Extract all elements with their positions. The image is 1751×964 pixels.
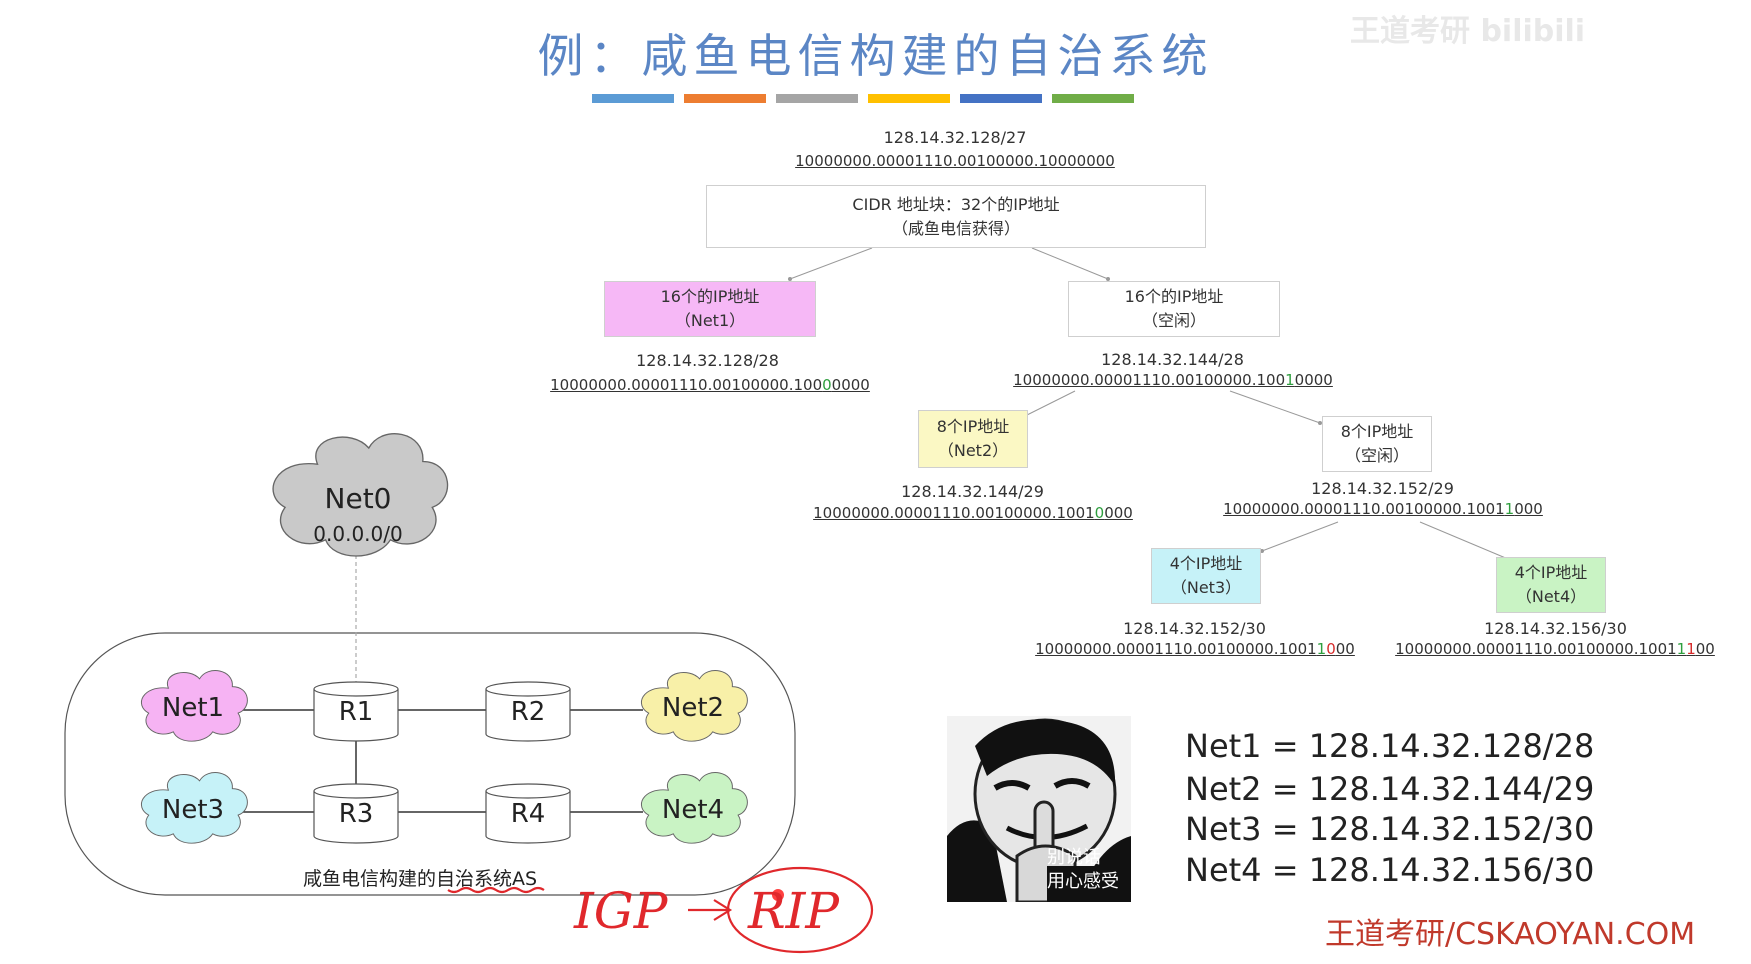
router-r1 — [313, 681, 399, 742]
free8-label: 8个IP地址 — [1340, 422, 1414, 441]
free16-sublabel: （空闲） — [1141, 311, 1206, 330]
net3-label-topo: Net3 — [161, 795, 225, 825]
net3-binary: 10000000.00001110.00100000.10011000 — [1035, 640, 1355, 658]
net0-name: Net0 — [324, 482, 392, 515]
color-strip-4 — [868, 94, 950, 103]
net1-label: 16个的IP地址 — [660, 287, 760, 306]
net1-sublabel: （Net1） — [674, 311, 746, 330]
router-r3-label: R3 — [338, 799, 374, 829]
color-strip-3 — [776, 94, 858, 103]
router-r1-label: R1 — [338, 697, 374, 727]
net4-sublabel: （Net4） — [1515, 587, 1587, 606]
igp-annotation: IGP — [574, 882, 668, 940]
net3-block: 4个IP地址 （Net3） — [1151, 548, 1261, 604]
root-label: CIDR 地址块：32个的IP地址 — [852, 194, 1060, 214]
net2-label-topo: Net2 — [661, 693, 725, 723]
net4-ip: 128.14.32.156/30 — [1484, 619, 1627, 638]
meme-face-illustration — [947, 716, 1131, 902]
net3-label: 4个IP地址 — [1169, 554, 1243, 573]
free8-block: 8个IP地址 （空闲） — [1322, 416, 1432, 472]
root-binary: 10000000.00001110.00100000.10000000 — [795, 152, 1115, 170]
meme-caption-line2: 用心感受 — [1047, 871, 1119, 892]
color-strip-5 — [960, 94, 1042, 103]
router-r4-label: R4 — [510, 799, 546, 829]
handwritten-annotation — [447, 866, 874, 954]
root-ip: 128.14.32.128/27 — [883, 128, 1027, 147]
color-strip-6 — [1052, 94, 1134, 103]
router-r2 — [485, 681, 571, 742]
net4-block: 4个IP地址 （Net4） — [1496, 557, 1606, 613]
summary-net2: Net2 = 128.14.32.144/29 — [1185, 770, 1595, 808]
net2-label: 8个IP地址 — [936, 417, 1010, 436]
free8-ip: 128.14.32.152/29 — [1311, 479, 1454, 498]
free8-sublabel: （空闲） — [1344, 446, 1409, 465]
rip-annotation: RIP — [748, 882, 840, 940]
net1-ip: 128.14.32.128/28 — [636, 351, 779, 370]
net4-binary: 10000000.00001110.00100000.10011100 — [1395, 640, 1715, 658]
net3-sublabel: （Net3） — [1170, 578, 1242, 597]
free8-binary: 10000000.00001110.00100000.10011000 — [1223, 500, 1543, 518]
free16-label: 16个的IP地址 — [1124, 287, 1224, 306]
router-r2-label: R2 — [510, 697, 546, 727]
color-strip-2 — [684, 94, 766, 103]
meme-caption: 别说话 用心感受 — [1047, 846, 1131, 894]
net1-label-topo: Net1 — [161, 693, 225, 723]
net2-binary: 10000000.00001110.00100000.10010000 — [813, 504, 1133, 522]
color-strip-1 — [592, 94, 674, 103]
net4-label: 4个IP地址 — [1514, 563, 1588, 582]
net2-block: 8个IP地址 （Net2） — [918, 410, 1028, 468]
meme-caption-line1: 别说话 — [1047, 847, 1101, 868]
summary-net3: Net3 = 128.14.32.152/30 — [1185, 810, 1595, 848]
net2-sublabel: （Net2） — [937, 441, 1009, 460]
net1-block: 16个的IP地址 （Net1） — [604, 281, 816, 337]
page-title: 例：咸鱼电信构建的自治系统 — [537, 29, 1214, 83]
net3-ip: 128.14.32.152/30 — [1123, 619, 1266, 638]
net2-ip: 128.14.32.144/29 — [901, 482, 1044, 501]
router-r3 — [313, 783, 399, 844]
watermark: 王道考研 bilibili — [1350, 14, 1586, 49]
free16-binary: 10000000.00001110.00100000.10010000 — [1013, 371, 1333, 389]
root-block: CIDR 地址块：32个的IP地址 （咸鱼电信获得） — [706, 185, 1206, 248]
summary-net4: Net4 = 128.14.32.156/30 — [1185, 851, 1595, 889]
as-boundary — [64, 632, 796, 896]
root-sublabel: （咸鱼电信获得） — [891, 218, 1020, 238]
free16-ip: 128.14.32.144/28 — [1101, 350, 1244, 369]
free16-block: 16个的IP地址 （空闲） — [1068, 281, 1280, 337]
net1-binary: 10000000.00001110.00100000.10000000 — [550, 376, 870, 394]
summary-net1: Net1 = 128.14.32.128/28 — [1185, 727, 1595, 765]
net0-address: 0.0.0.0/0 — [313, 522, 403, 546]
meme-image: 别说话 用心感受 — [947, 716, 1131, 902]
router-r4 — [485, 783, 571, 844]
as-label: 咸鱼电信构建的自治系统AS — [302, 868, 538, 890]
net4-label-topo: Net4 — [661, 795, 725, 825]
brand-label: 王道考研/CSKAOYAN.COM — [1325, 917, 1696, 952]
